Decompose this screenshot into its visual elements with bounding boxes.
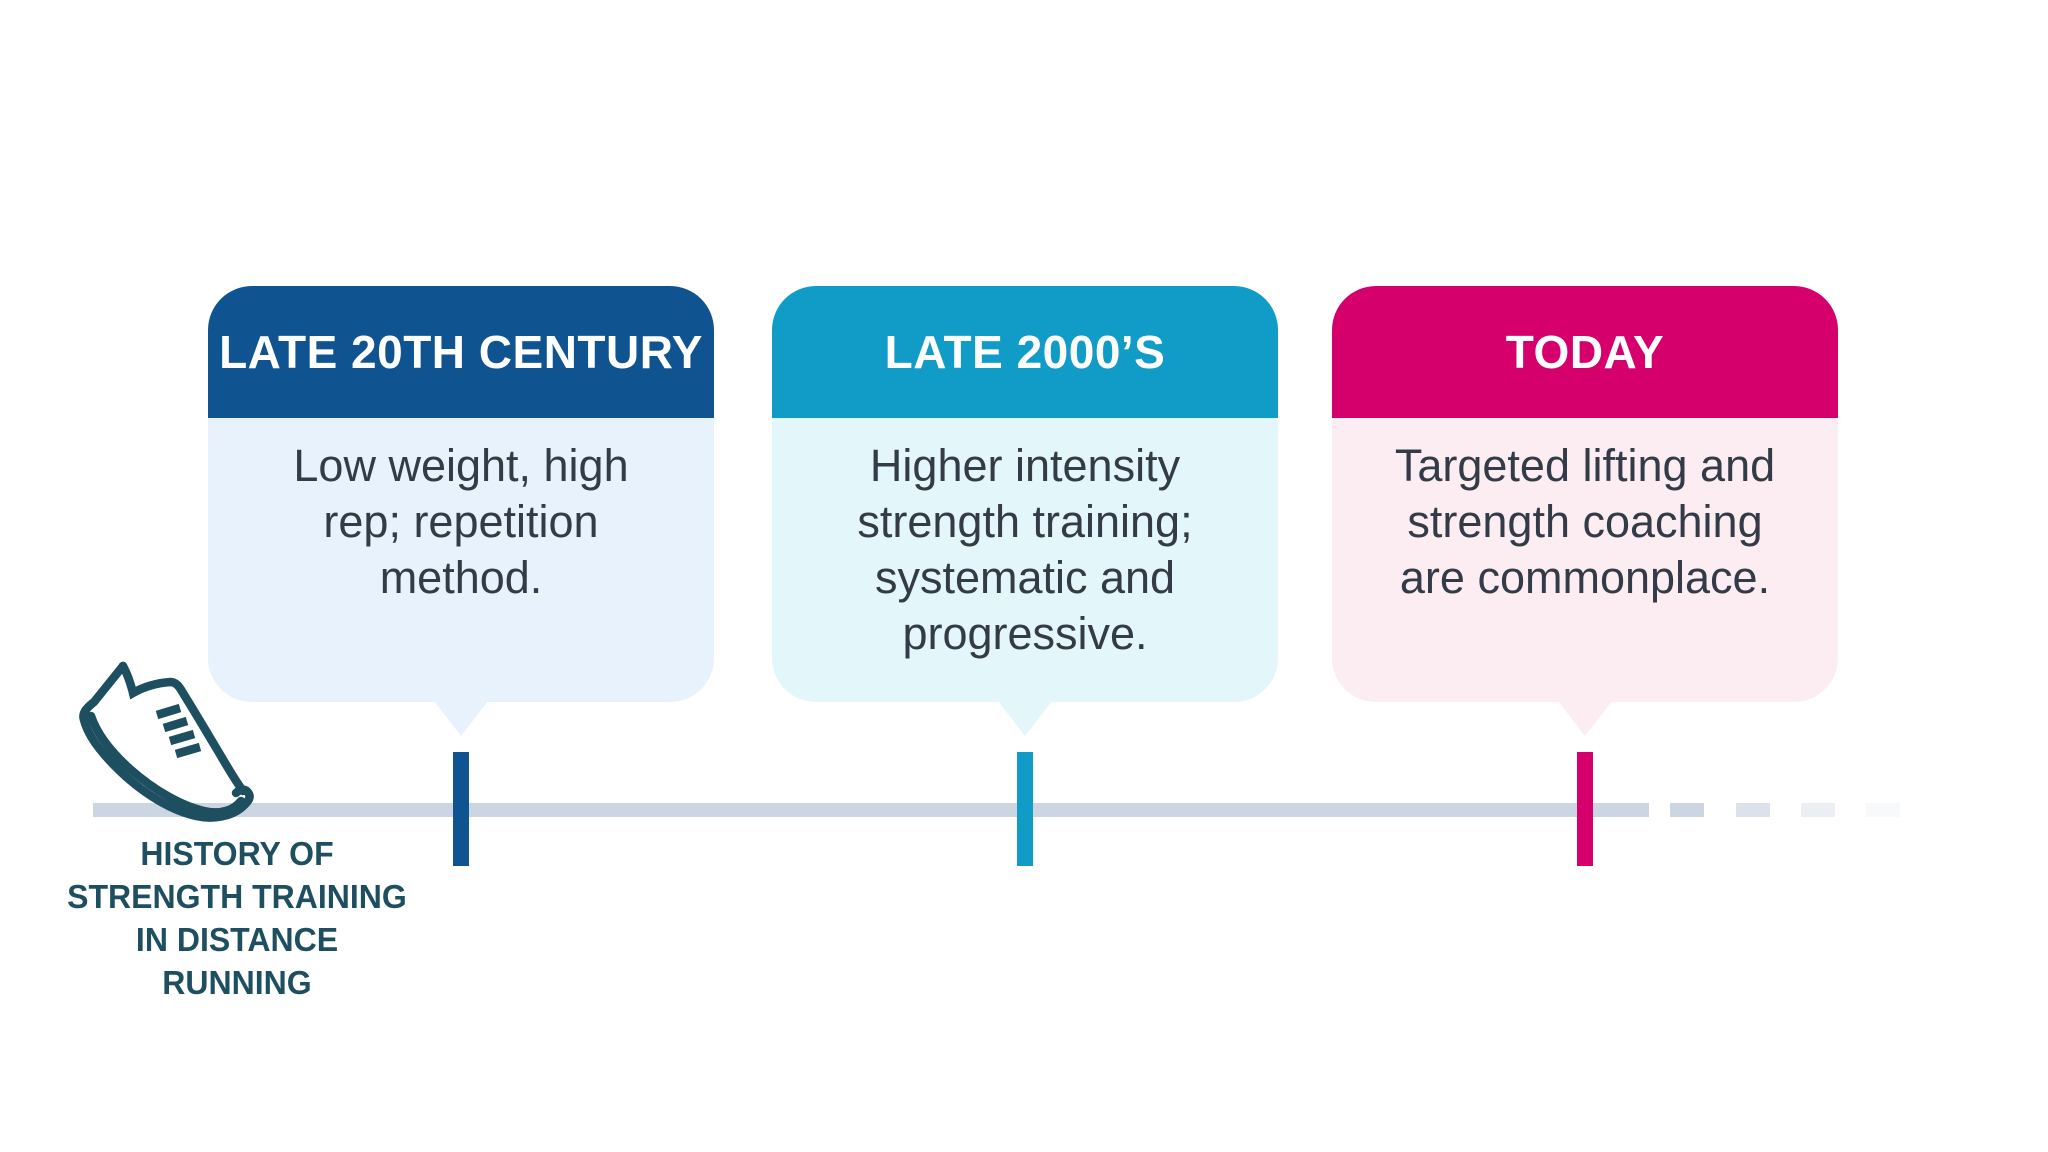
timeline-tick-late-2000s [1017,752,1033,866]
timeline-dash [1670,803,1704,817]
timeline-tick-late-20th-century [453,752,469,866]
card-description: Low weight, high rep; repetition method. [208,418,714,702]
card-description: Targeted lifting and strength coaching a… [1332,418,1838,702]
speech-bubble-tail [1558,701,1612,736]
timeline-tick-today [1577,752,1593,866]
timeline-bar [93,803,1649,817]
timeline-card-today: TODAY Targeted lifting and strength coac… [1332,286,1838,736]
speech-bubble-tail [434,701,488,736]
card-description: Higher intensity strength training; syst… [772,418,1278,702]
speech-bubble-tail [998,701,1052,736]
infographic-title: HISTORY OF STRENGTH TRAINING IN DISTANCE… [67,835,407,1001]
running-shoe-icon [79,661,254,822]
timeline-card-late-2000s: LATE 2000’S Higher intensity strength tr… [772,286,1278,736]
card-header: TODAY [1332,286,1838,418]
timeline-card-late-20th-century: LATE 20TH CENTURY Low weight, high rep; … [208,286,714,736]
timeline-dash [1801,803,1835,817]
card-title: LATE 2000’S [884,326,1166,378]
timeline-dash [1866,803,1900,817]
card-header: LATE 2000’S [772,286,1278,418]
timeline-dash [1736,803,1770,817]
card-header: LATE 20TH CENTURY [208,286,714,418]
card-title: LATE 20TH CENTURY [219,326,703,378]
card-title: TODAY [1505,326,1665,378]
